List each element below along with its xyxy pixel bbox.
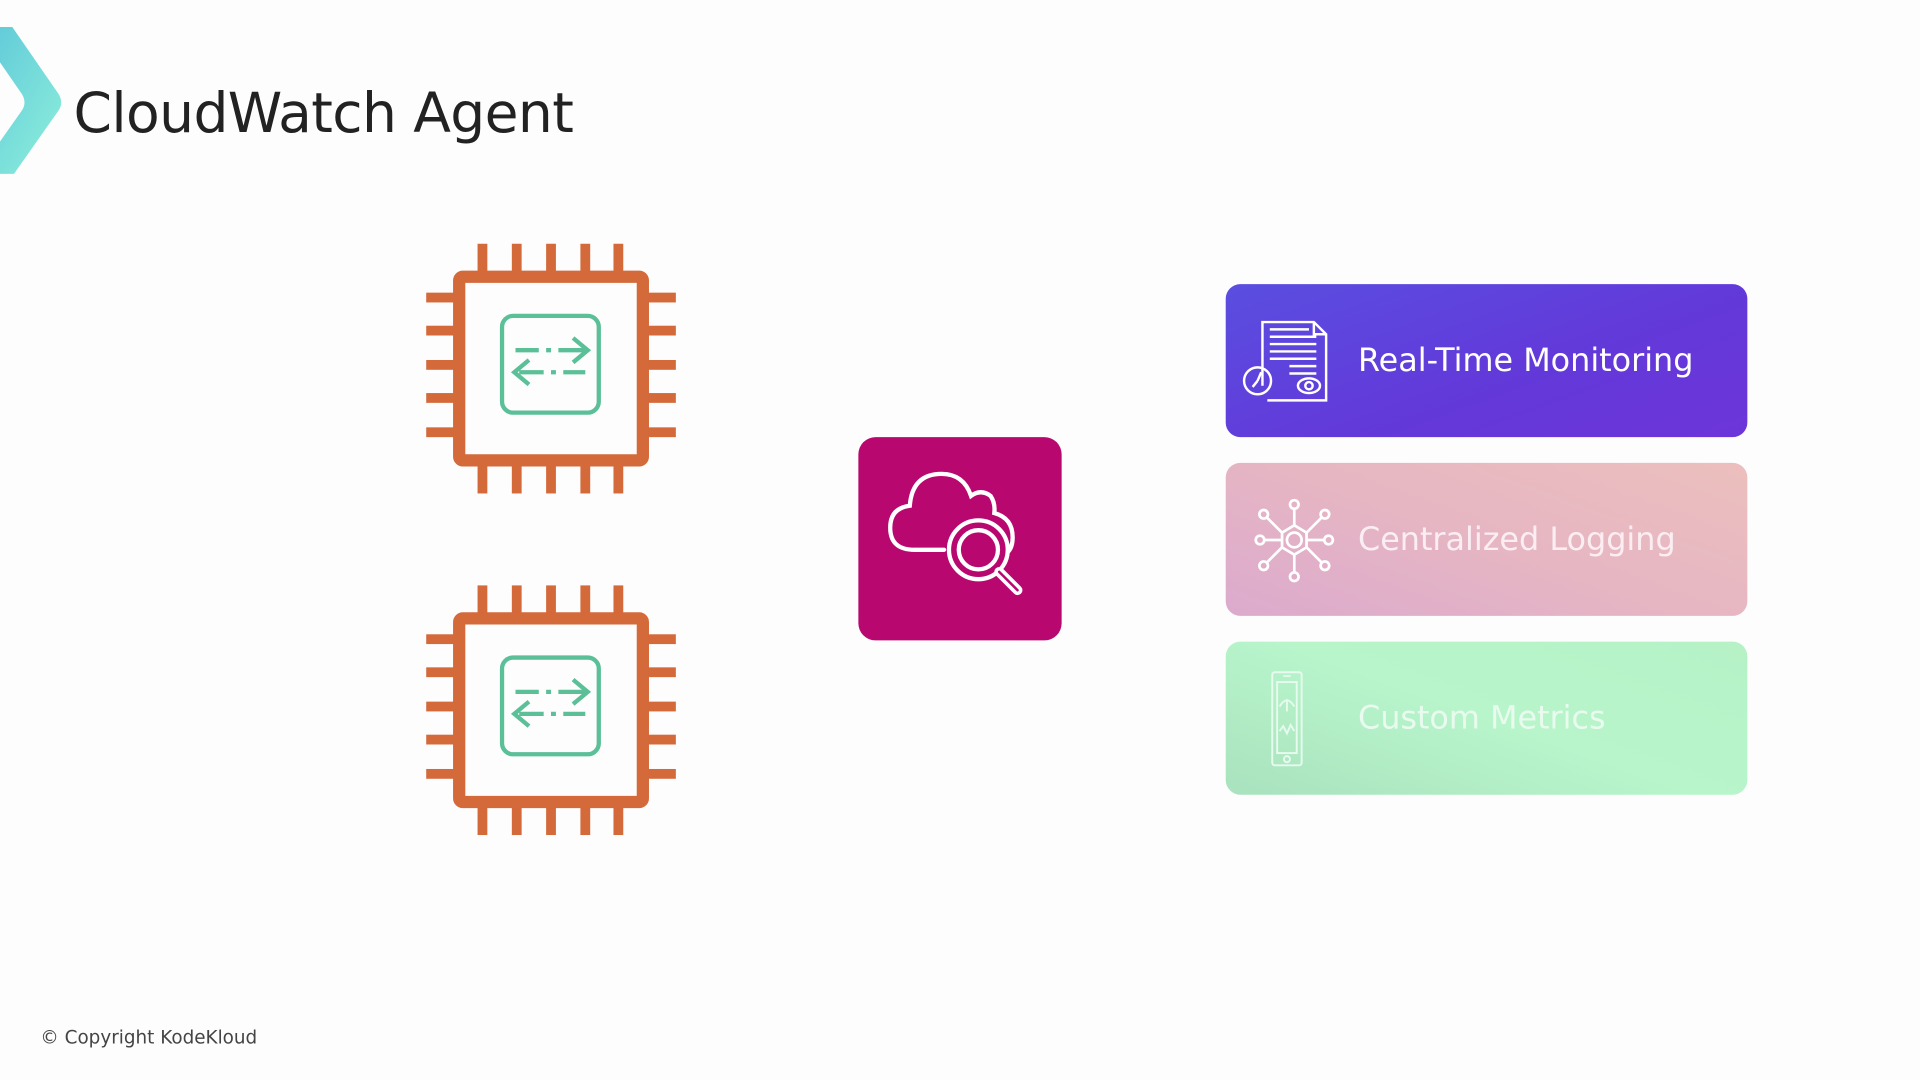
cloudwatch-service-icon: [858, 437, 1062, 641]
ec2-instance-chip-icon: [426, 585, 676, 835]
feature-label: Real-Time Monitoring: [1357, 342, 1694, 379]
copyright-footer: © Copyright KodeKloud: [40, 1026, 258, 1049]
kodekloud-logo-mark: [0, 26, 62, 174]
document-clock-eye-icon: [1242, 320, 1328, 402]
tablet-metrics-icon: [1271, 670, 1303, 766]
feature-label: Custom Metrics: [1357, 699, 1606, 737]
feature-label: Centralized Logging: [1357, 521, 1676, 558]
hub-network-icon: [1254, 498, 1335, 582]
ec2-instance-chip-icon: [426, 244, 676, 494]
feature-card-real-time-monitoring: Real-Time Monitoring: [1225, 284, 1748, 438]
feature-card-centralized-logging: Centralized Logging: [1225, 462, 1748, 616]
feature-card-custom-metrics: Custom Metrics: [1225, 641, 1748, 795]
cloudwatch-cloud-search-icon: [888, 471, 1023, 596]
page-title: CloudWatch Agent: [73, 80, 574, 146]
